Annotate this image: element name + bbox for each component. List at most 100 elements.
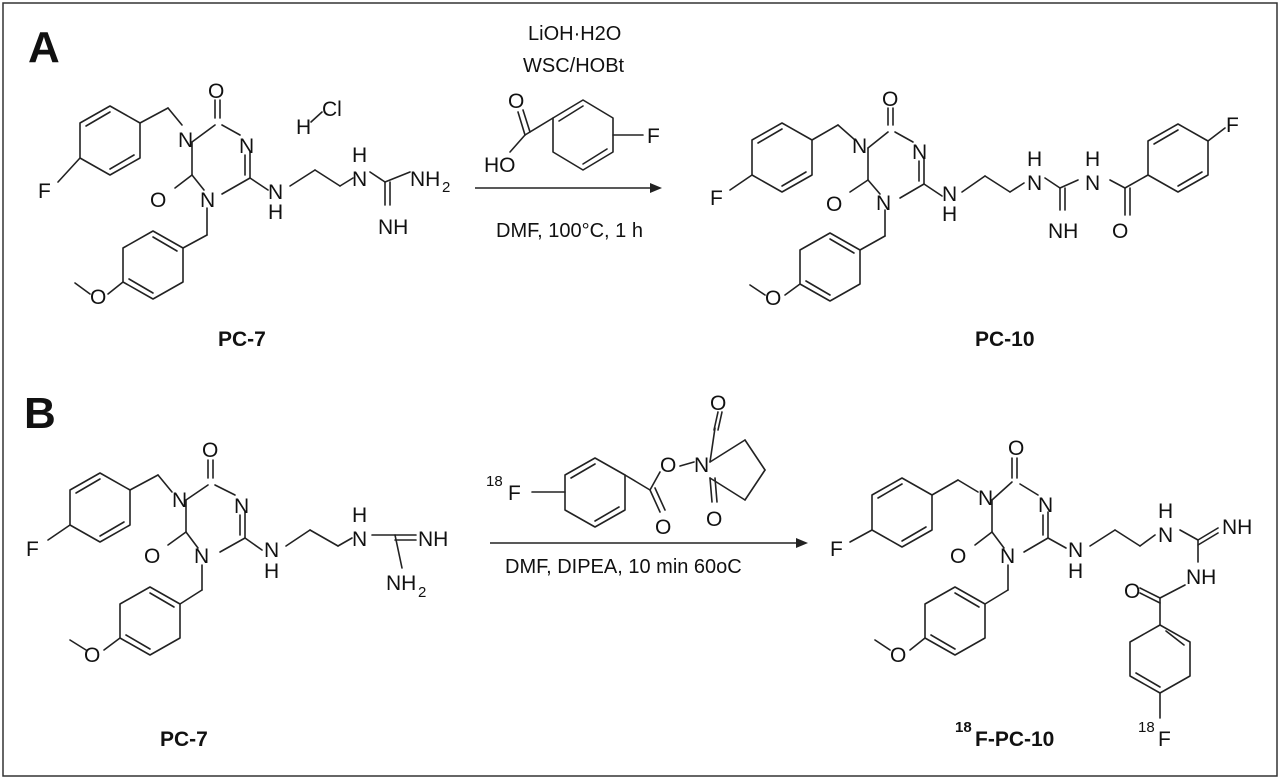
atom-n: N: [239, 135, 254, 158]
product-18f-pc10: [849, 457, 1219, 719]
atom-o: O: [890, 644, 906, 667]
reagent-atom-ho: HO: [484, 154, 516, 177]
atom-o: O: [1008, 437, 1024, 460]
panel-letter-b: B: [24, 389, 56, 438]
reagent-sfb-atoms: 18 F O N O O O: [486, 392, 726, 539]
atom-h: H: [1068, 560, 1083, 583]
atom-nh: NH: [1186, 566, 1216, 589]
panel-letter-a: A: [28, 23, 60, 72]
atom-n: N: [172, 489, 187, 512]
compound-label-isotope: 18: [955, 719, 972, 736]
reagent-atom-o: O: [660, 454, 676, 477]
atom-n: N: [200, 189, 215, 212]
reactant-pc7-b: [47, 459, 417, 656]
atom-f: F: [38, 180, 51, 203]
product-pc10-a: [729, 107, 1226, 302]
atom-nh: NH: [418, 528, 448, 551]
compound-label-pc7-b: PC-7: [160, 728, 208, 751]
reagent-fluorobenzoic-acid: [509, 99, 644, 171]
atom-o: O: [826, 193, 842, 216]
atom-o: O: [765, 287, 781, 310]
arrow-head-a: [650, 183, 662, 193]
atom-f: F: [1158, 728, 1171, 751]
atom-o: O: [882, 88, 898, 111]
compound-label-pc10-a: PC-10: [975, 328, 1035, 351]
atom-n: N: [1000, 545, 1015, 568]
atom-n: N: [1027, 172, 1042, 195]
atom-cl: Cl: [322, 98, 342, 121]
panel-b: B: [24, 389, 1252, 751]
atom-f: F: [830, 538, 843, 561]
reactant-pc7-a: [57, 99, 411, 300]
atom-n: N: [876, 192, 891, 215]
atom-nh: NH: [378, 216, 408, 239]
atom-n: N: [352, 168, 367, 191]
atom-n: N: [178, 129, 193, 152]
atom-n: N: [1085, 172, 1100, 195]
atom-n: N: [1038, 494, 1053, 517]
conditions-b: DMF, DIPEA, 10 min 60oC: [505, 556, 742, 578]
conditions-a: DMF, 100°C, 1 h: [496, 220, 643, 242]
atom-o: O: [950, 545, 966, 568]
atom-h: H: [352, 504, 367, 527]
isotope-18: 18: [1138, 719, 1155, 736]
atom-nh2: NH: [410, 168, 440, 191]
arrow-head-b: [796, 538, 808, 548]
atom-h: H: [942, 203, 957, 226]
reagent-atom-o: O: [655, 516, 671, 539]
atom-o: O: [1112, 220, 1128, 243]
atom-o: O: [84, 644, 100, 667]
atom-o: O: [208, 80, 224, 103]
atom-n: N: [1158, 524, 1173, 547]
isotope-18: 18: [486, 473, 503, 490]
atom-nh2: NH: [386, 572, 416, 595]
atom-nh: NH: [1222, 516, 1252, 539]
compound-label-18f-pc10: F-PC-10: [975, 728, 1054, 751]
hcl-bond: [310, 111, 323, 123]
atom-h: H: [1027, 148, 1042, 171]
atom-n: N: [1068, 539, 1083, 562]
atom-h: H: [296, 116, 311, 139]
atom-h: H: [264, 560, 279, 583]
atom-n: N: [978, 487, 993, 510]
reagent-atom-o: O: [710, 392, 726, 415]
reagent-atom-o: O: [508, 90, 524, 113]
atom-n: N: [234, 495, 249, 518]
atom-h: H: [1085, 148, 1100, 171]
subscript-2: 2: [442, 179, 450, 196]
subscript-2: 2: [418, 584, 426, 601]
reagent-atom-f: F: [508, 482, 521, 505]
atom-o: O: [150, 189, 166, 212]
atom-o: O: [144, 545, 160, 568]
atom-o: O: [202, 439, 218, 462]
atom-n: N: [352, 528, 367, 551]
atom-n: N: [264, 539, 279, 562]
atom-n: N: [912, 141, 927, 164]
atom-h: H: [1158, 500, 1173, 523]
compound-label-pc7-a: PC-7: [218, 328, 266, 351]
reactant-pc7-b-atoms: F N O N O N O N H H N NH NH 2: [26, 439, 448, 667]
reagent-lioh: LiOH·H2O: [528, 23, 621, 45]
reagent-atom-o: O: [706, 508, 722, 531]
reagent-sfb: [531, 411, 766, 528]
atom-n: N: [852, 135, 867, 158]
atom-n: N: [268, 181, 283, 204]
panel-a: A: [28, 23, 1239, 351]
atom-o: O: [1124, 580, 1140, 603]
atom-h: H: [268, 201, 283, 224]
atom-f: F: [710, 187, 723, 210]
atom-f: F: [26, 538, 39, 561]
reactant-pc7-a-atoms: F N O N O N O N H H N NH 2 NH H Cl: [38, 80, 450, 309]
reagent-atom-f: F: [647, 125, 660, 148]
atom-o: O: [90, 286, 106, 309]
atom-n: N: [194, 545, 209, 568]
atom-n: N: [942, 183, 957, 206]
atom-nh: NH: [1048, 220, 1078, 243]
product-pc10-a-atoms: F N O N O N O N H H N H N NH O F: [710, 88, 1239, 310]
atom-f: F: [1226, 114, 1239, 137]
atom-h: H: [352, 144, 367, 167]
reagent-atom-n: N: [694, 454, 709, 477]
reagent-wsc-hobt: WSC/HOBt: [523, 55, 625, 77]
